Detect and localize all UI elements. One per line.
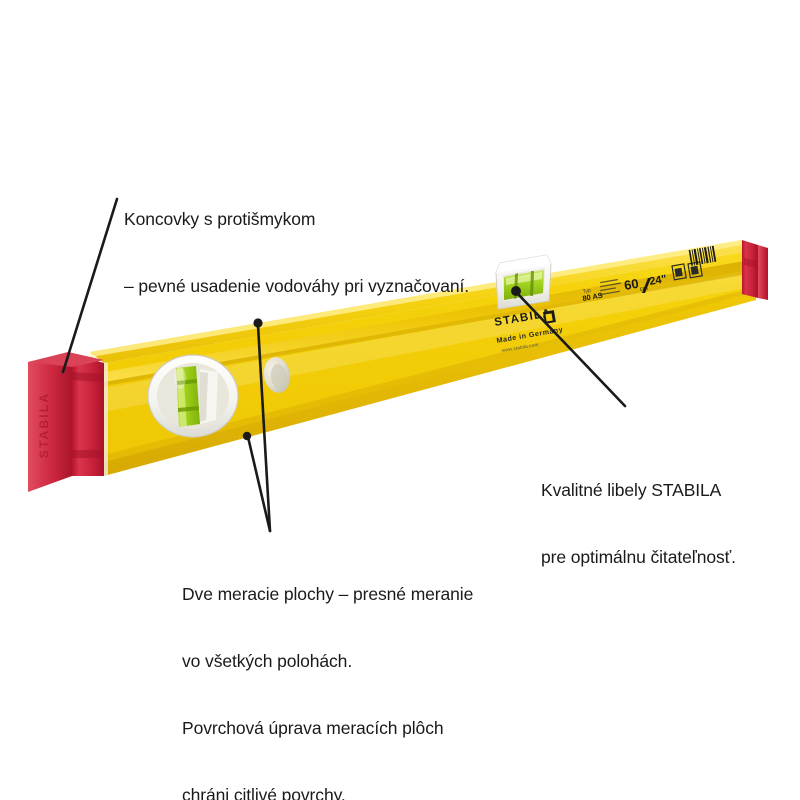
end-cap-left-front-face (72, 354, 104, 476)
end-cap-left-side-face (28, 354, 72, 492)
leader-line-surface-bottom (246, 435, 272, 533)
callout-vials-line-1: Kvalitné libely STABILA (541, 479, 722, 500)
hand-hole (263, 357, 291, 393)
leader-line-vials (515, 291, 627, 408)
callout-text-vials: Kvalitné libely STABILA pre optimálnu či… (541, 434, 736, 613)
leader-line-endcaps (61, 197, 119, 374)
end-cap-right-side-face (758, 245, 768, 300)
end-cap-embossed-brand: STABILA (37, 392, 51, 459)
end-cap-grip-notch-bottom (72, 450, 104, 458)
label-length-imperial: 24" (648, 273, 667, 288)
level-upper-rib-shadow (104, 269, 756, 386)
end-cap-right-grip-notch (744, 258, 757, 268)
label-barcode (688, 245, 717, 266)
callout-surfaces-line-3: Povrchová úprava meracích plôch (182, 718, 444, 739)
end-cap-right (742, 240, 768, 300)
horizontal-vial-graduation-right (530, 271, 534, 296)
label-certification-marks (671, 261, 703, 281)
label-website: www.stabila.com (501, 342, 539, 353)
leader-dot-surface-top (253, 318, 263, 328)
label-spec-lines (600, 278, 621, 296)
plumb-vial-reflector-shade (200, 372, 208, 422)
callout-surfaces-line-4: chráni citlivé povrchy. (182, 785, 346, 800)
leader-line-surface-top (256, 323, 272, 533)
callout-endcaps-line-1: Koncovky s protišmykom (124, 208, 316, 229)
plumb-vial-glass-gloss (174, 367, 186, 389)
callout-leader-lines (61, 197, 627, 533)
callout-text-endcaps: Koncovky s protišmykom – pevné usadenie … (124, 163, 469, 342)
end-cap-left: STABILA (28, 352, 108, 492)
callout-surfaces-line-2: vo všetkých polohách. (182, 650, 353, 671)
hand-hole-inner-shadow (270, 364, 288, 390)
level-lower-rib (104, 287, 756, 462)
plumb-vial-graduation-upper (177, 379, 197, 385)
label-length-metric: 60 (623, 276, 640, 293)
plumb-vial-graduation-lower (178, 406, 199, 412)
end-cap-grip-notch-top (72, 372, 104, 382)
callout-text-measuring-surfaces: Dve meracie plochy – presné meranie vo v… (182, 538, 473, 800)
callout-vials-line-2: pre optimálnu čitateľnosť. (541, 546, 736, 567)
label-type-caption: Typ (582, 288, 591, 295)
plumb-vial-assembly (147, 354, 239, 438)
callout-endcaps-line-2: – pevné usadenie vodováhy pri vyznačovan… (124, 275, 470, 296)
label-type-value: 80 AS (582, 291, 604, 303)
leader-dot-surface-bottom (242, 431, 252, 441)
end-cap-right-front-face (742, 240, 758, 298)
end-cap-left-seam (104, 362, 108, 476)
callout-surfaces-line-1: Dve meracie plochy – presné meranie (182, 583, 474, 604)
level-body: STABILA (28, 240, 768, 492)
level-bottom-measuring-surface (104, 292, 756, 476)
level-top-highlight (90, 240, 743, 357)
level-upper-rib (104, 259, 756, 382)
label-length-divider (642, 278, 651, 293)
horizontal-vial-housing-lip (496, 255, 551, 273)
label-brand-glyph-inner (545, 313, 553, 322)
leader-dot-vials (511, 286, 521, 296)
